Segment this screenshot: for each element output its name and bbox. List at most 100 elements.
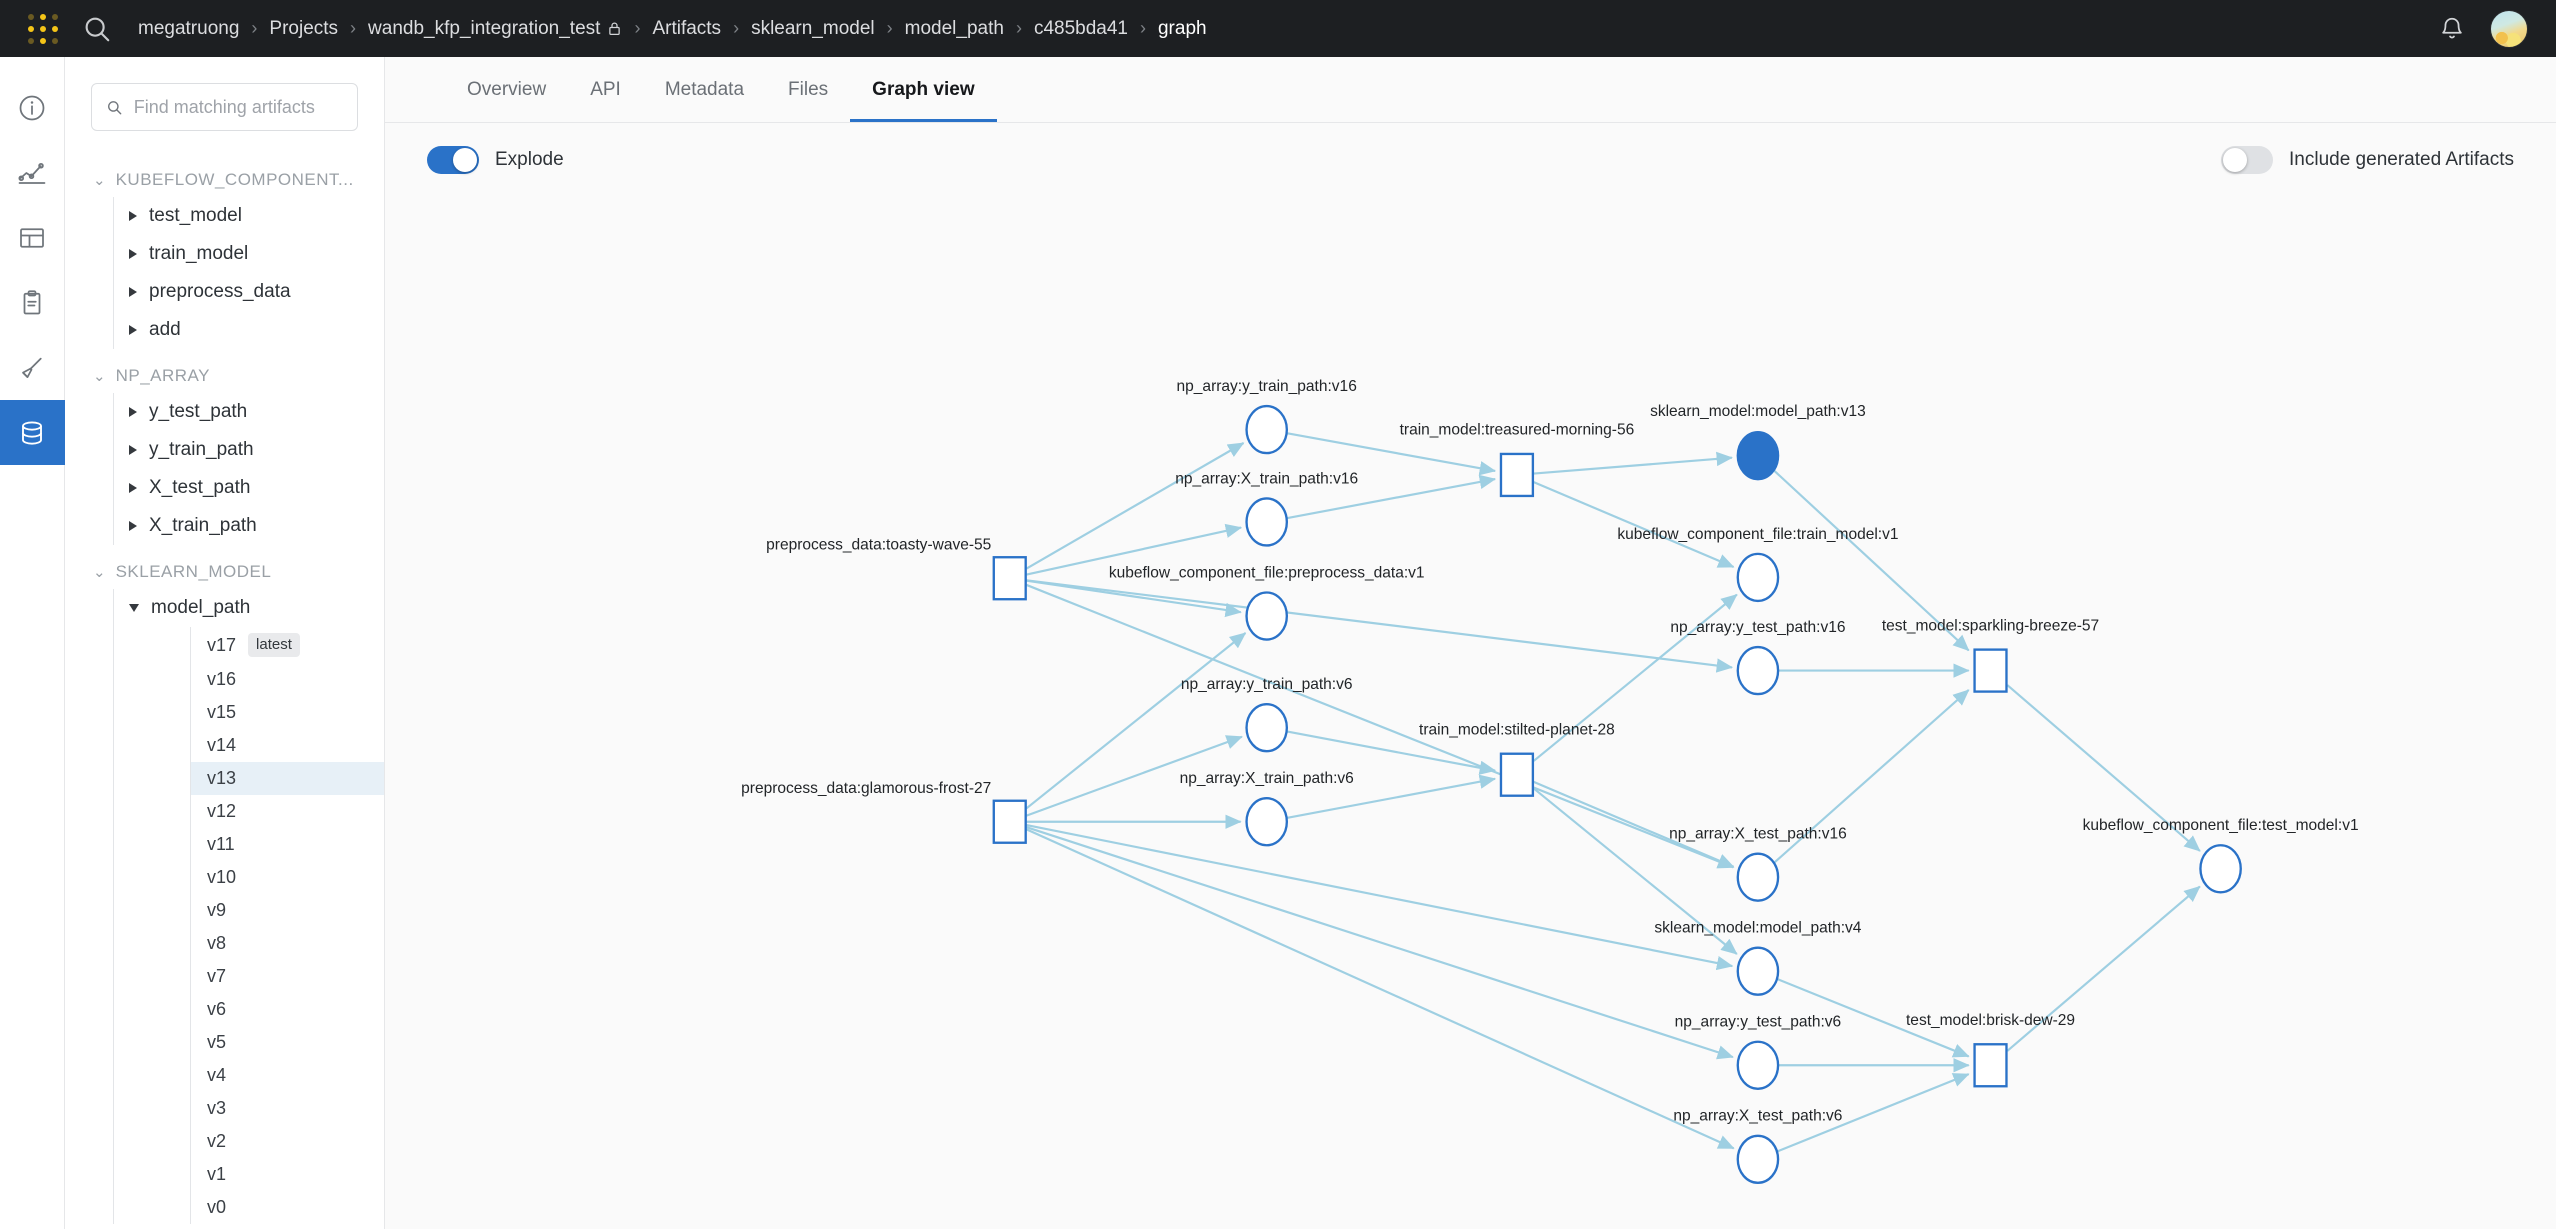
tab-metadata[interactable]: Metadata [664,79,745,100]
version-item-v7[interactable]: v7 [191,960,384,993]
artifact-node-shape[interactable] [1736,645,1780,696]
explode-toggle[interactable] [427,146,479,174]
graph-node-xtr6[interactable]: np_array:X_train_path:v6 [1180,770,1354,847]
version-item-v3[interactable]: v3 [191,1092,384,1125]
tab-api[interactable]: API [590,79,621,100]
tab-files[interactable]: Files [788,79,829,100]
version-item-v0[interactable]: v0 [191,1191,384,1224]
graph-node-skl13[interactable]: sklearn_model:model_path:v13 [1650,403,1866,481]
version-item-v9[interactable]: v9 [191,894,384,927]
version-label: v4 [207,1065,227,1086]
tree-group-header-kubeflow-component-[interactable]: ⌄KUBEFLOW_COMPONENT... [65,163,384,197]
artifact-node-shape[interactable] [2199,844,2242,894]
sidebar-item-info[interactable] [0,75,65,140]
waffle-icon[interactable] [26,12,60,46]
version-item-v12[interactable]: v12 [191,795,384,828]
artifact-node-shape[interactable] [1736,1040,1780,1090]
breadcrumb-item-megatruong[interactable]: megatruong [138,17,240,39]
graph-node-pp55[interactable]: preprocess_data:toasty-wave-55 [766,537,1027,601]
graph-node-ytr6[interactable]: np_array:y_train_path:v6 [1181,676,1353,753]
graph-node-yte16[interactable]: np_array:y_test_path:v16 [1670,619,1845,696]
version-item-v16[interactable]: v16 [191,663,384,696]
tab-graph-view[interactable]: Graph view [850,79,997,122]
version-item-v13[interactable]: v13 [191,762,384,796]
search-input[interactable] [133,96,343,118]
version-item-v4[interactable]: v4 [191,1059,384,1092]
sidebar-item-artifacts[interactable] [0,400,65,465]
artifact-node-shape[interactable] [1736,946,1780,996]
artifact-node-shape[interactable] [1736,430,1780,481]
tree-item-model-path[interactable]: model_path [114,589,384,627]
artifact-node-shape[interactable] [1245,591,1289,641]
graph-node-xtr16[interactable]: np_array:X_train_path:v16 [1175,470,1358,547]
artifact-node-shape[interactable] [1245,797,1289,847]
tree-item-y-test-path[interactable]: y_test_path [114,393,384,431]
sidebar-item-tables[interactable] [0,205,65,270]
version-item-v2[interactable]: v2 [191,1125,384,1158]
tree-item-test-model[interactable]: test_model [114,197,384,235]
artifact-node-shape[interactable] [1245,497,1289,547]
graph-node-xte6[interactable]: np_array:X_test_path:v6 [1673,1108,1842,1184]
graph-node-pp27[interactable]: preprocess_data:glamorous-frost-27 [741,780,1027,844]
breadcrumb-item-model-path[interactable]: model_path [904,17,1004,39]
tree-item-y-train-path[interactable]: y_train_path [114,431,384,469]
search-icon[interactable] [82,14,112,44]
run-node-shape[interactable] [992,556,1027,601]
graph-node-tm28[interactable]: train_model:stilted-planet-28 [1419,721,1615,797]
include-generated-toggle[interactable] [2221,146,2274,174]
breadcrumb-item-projects[interactable]: Projects [269,17,339,39]
artifact-node-shape[interactable] [1245,404,1289,455]
avatar[interactable] [2490,9,2528,48]
sidebar-item-sweeps[interactable] [0,335,65,400]
version-item-v6[interactable]: v6 [191,993,384,1026]
version-item-v11[interactable]: v11 [191,828,384,861]
run-node-shape[interactable] [1973,1043,2008,1088]
breadcrumb-item-c485bda41[interactable]: c485bda41 [1033,17,1128,39]
sidebar-item-charts[interactable] [0,140,65,205]
tree-group-header-sklearn-model[interactable]: ⌄SKLEARN_MODEL [65,555,384,589]
run-node-shape[interactable] [992,799,1027,844]
tab-overview[interactable]: Overview [467,79,547,100]
run-node-shape[interactable] [1499,752,1535,797]
version-item-v14[interactable]: v14 [191,729,384,762]
graph-node-tm56[interactable]: train_model:treasured-morning-56 [1400,422,1635,498]
clipboard-icon [23,289,41,314]
graph-node-tsb57[interactable]: test_model:sparkling-breeze-57 [1882,617,2099,693]
artifact-node-shape[interactable] [1736,552,1780,603]
artifact-node-shape[interactable] [1736,1134,1780,1184]
version-item-v8[interactable]: v8 [191,927,384,960]
graph-node-tbd29[interactable]: test_model:brisk-dew-29 [1906,1012,2075,1088]
sidebar-item-reports[interactable] [0,270,65,335]
breadcrumb-item-graph[interactable]: graph [1157,17,1207,39]
version-item-v15[interactable]: v15 [191,696,384,729]
graph-edge [1773,470,1970,652]
graph-node-xte16[interactable]: np_array:X_test_path:v16 [1669,826,1847,902]
run-node-shape[interactable] [1499,452,1535,498]
version-item-v5[interactable]: v5 [191,1026,384,1059]
bell-icon[interactable] [2438,15,2466,43]
graph-node-kcfte1[interactable]: kubeflow_component_file:test_model:v1 [2083,817,2359,894]
artifact-node-shape[interactable] [1736,852,1780,902]
breadcrumb-item-wandb-kfp-integration-test[interactable]: wandb_kfp_integration_test [368,18,622,40]
graph-node-yte6[interactable]: np_array:y_test_path:v6 [1675,1014,1841,1090]
tree-group-header-np-array[interactable]: ⌄NP_ARRAY [65,359,384,393]
version-item-v10[interactable]: v10 [191,861,384,894]
graph-node-kcfpp1[interactable]: kubeflow_component_file:preprocess_data:… [1109,564,1425,641]
graph-node-ytr16[interactable]: np_array:y_train_path:v16 [1177,378,1357,455]
breadcrumb-item-artifacts[interactable]: Artifacts [652,17,722,39]
version-item-v1[interactable]: v1 [191,1158,384,1191]
graph-node-kcftr1[interactable]: kubeflow_component_file:train_model:v1 [1617,526,1899,603]
graph-node-skl4[interactable]: sklearn_model:model_path:v4 [1654,920,1862,996]
tree-item-preprocess-data[interactable]: preprocess_data [114,273,384,311]
tree-item-train-model[interactable]: train_model [114,235,384,273]
tree-item-x-test-path[interactable]: X_test_path [114,469,384,507]
tree-item-x-train-path[interactable]: X_train_path [114,507,384,545]
breadcrumb-item-sklearn-model[interactable]: sklearn_model [751,17,875,39]
graph-canvas[interactable]: preprocess_data:toasty-wave-55 np_array:y… [385,197,2556,1229]
tree-item-add[interactable]: add [114,311,384,349]
artifact-search[interactable] [91,83,358,131]
artifact-node-shape[interactable] [1245,703,1289,753]
run-node-shape[interactable] [1973,648,2008,693]
artifact-lineage-graph[interactable]: preprocess_data:toasty-wave-55 np_array:y… [385,197,2556,1229]
